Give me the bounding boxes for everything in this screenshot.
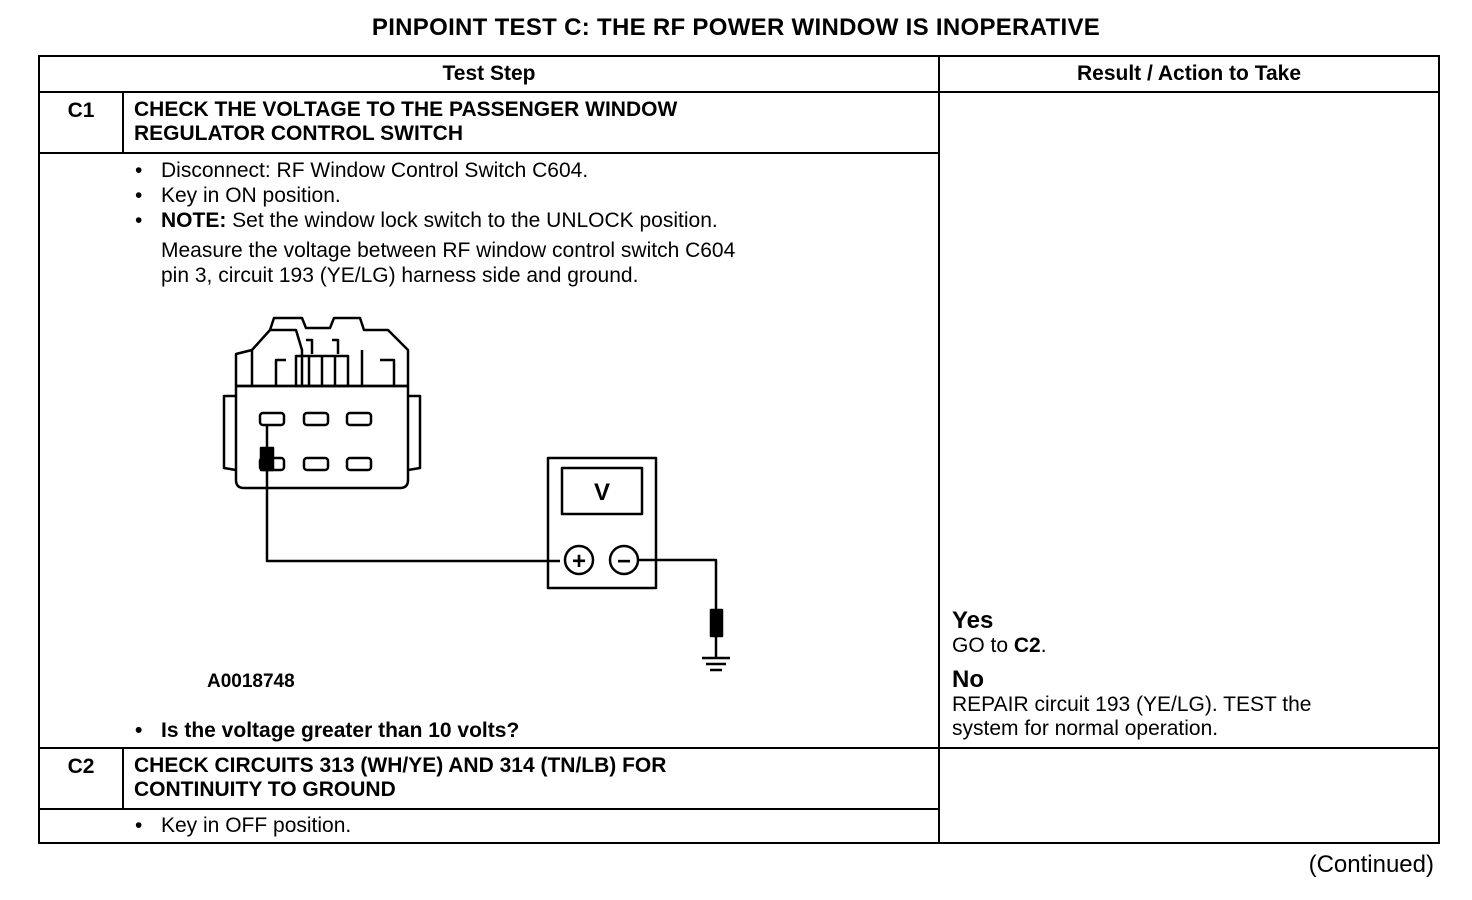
positive-lead-wire	[265, 470, 560, 563]
note-text: Set the window lock switch to the UNLOCK…	[226, 209, 718, 232]
note-label: NOTE:	[161, 209, 227, 232]
instruction-disconnect: Disconnect: RF Window Control Switch C60…	[124, 158, 938, 183]
instruction-key-on: Key in ON position.	[124, 183, 938, 208]
yes-action-text: GO to	[952, 634, 1014, 657]
probe-negative-icon	[709, 608, 724, 638]
continued-label: (Continued)	[1308, 851, 1434, 878]
negative-lead-wire	[638, 558, 718, 612]
header-result-action: Result / Action to Take	[938, 55, 1440, 93]
step-id-c2: C2	[38, 747, 124, 810]
figure-id: A0018748	[207, 671, 295, 692]
pinpoint-test-table: Test Step Result / Action to Take C1 CHE…	[38, 55, 1440, 844]
page-title: PINPOINT TEST C: THE RF POWER WINDOW IS …	[371, 14, 1101, 41]
voltmeter-icon	[546, 456, 658, 590]
step-body-c2: Key in OFF position.	[38, 808, 940, 844]
result-c2	[938, 747, 1440, 844]
step-title-c2-line2: CONTINUITY TO GROUND	[134, 778, 396, 801]
connector-voltmeter-diagram: V + − A0018748	[40, 288, 852, 718]
ground-symbol-icon	[702, 636, 730, 672]
step-body-c1: Disconnect: RF Window Control Switch C60…	[38, 152, 940, 749]
measure-instruction: Measure the voltage between RF window co…	[124, 238, 938, 288]
measure-line2: pin 3, circuit 193 (YE/LG) harness side …	[161, 264, 639, 287]
yes-action: GO to C2.	[952, 634, 1428, 658]
step-title-c1: CHECK THE VOLTAGE TO THE PASSENGER WINDO…	[122, 91, 940, 154]
meter-v-label: V	[594, 479, 610, 506]
step-title-c2-line1: CHECK CIRCUITS 313 (WH/YE) AND 314 (TN/L…	[134, 754, 667, 777]
probe-positive-icon	[259, 426, 275, 472]
step-title-c1-line1: CHECK THE VOLTAGE TO THE PASSENGER WINDO…	[134, 98, 678, 121]
step-c1-instructions: Disconnect: RF Window Control Switch C60…	[124, 158, 938, 233]
meter-minus-label: −	[617, 548, 631, 575]
step-title-c2: CHECK CIRCUITS 313 (WH/YE) AND 314 (TN/L…	[122, 747, 940, 810]
diagram-svg: V + −	[222, 316, 730, 672]
meter-plus-label: +	[572, 548, 586, 575]
connector-c604-icon	[222, 316, 422, 490]
step-title-c1-line2: REGULATOR CONTROL SWITCH	[134, 122, 463, 145]
no-label: No	[952, 666, 984, 693]
measure-line1: Measure the voltage between RF window co…	[161, 239, 736, 262]
no-action-line2: system for normal operation.	[952, 717, 1219, 740]
yes-target-link[interactable]: C2	[1013, 634, 1041, 657]
instruction-note: NOTE: Set the window lock switch to the …	[124, 208, 938, 233]
result-c1: Yes GO to C2. No REPAIR circuit 193 (YE/…	[938, 91, 1440, 749]
step-id-c1: C1	[38, 91, 124, 154]
no-action-line1: REPAIR circuit 193 (YE/LG). TEST the	[952, 693, 1312, 716]
instruction-key-off: Key in OFF position.	[124, 813, 938, 838]
step-c1-question: Is the voltage greater than 10 volts?	[124, 718, 938, 743]
yes-label: Yes	[952, 607, 994, 634]
header-test-step: Test Step	[38, 55, 940, 93]
yes-action-suffix: .	[1040, 634, 1047, 657]
